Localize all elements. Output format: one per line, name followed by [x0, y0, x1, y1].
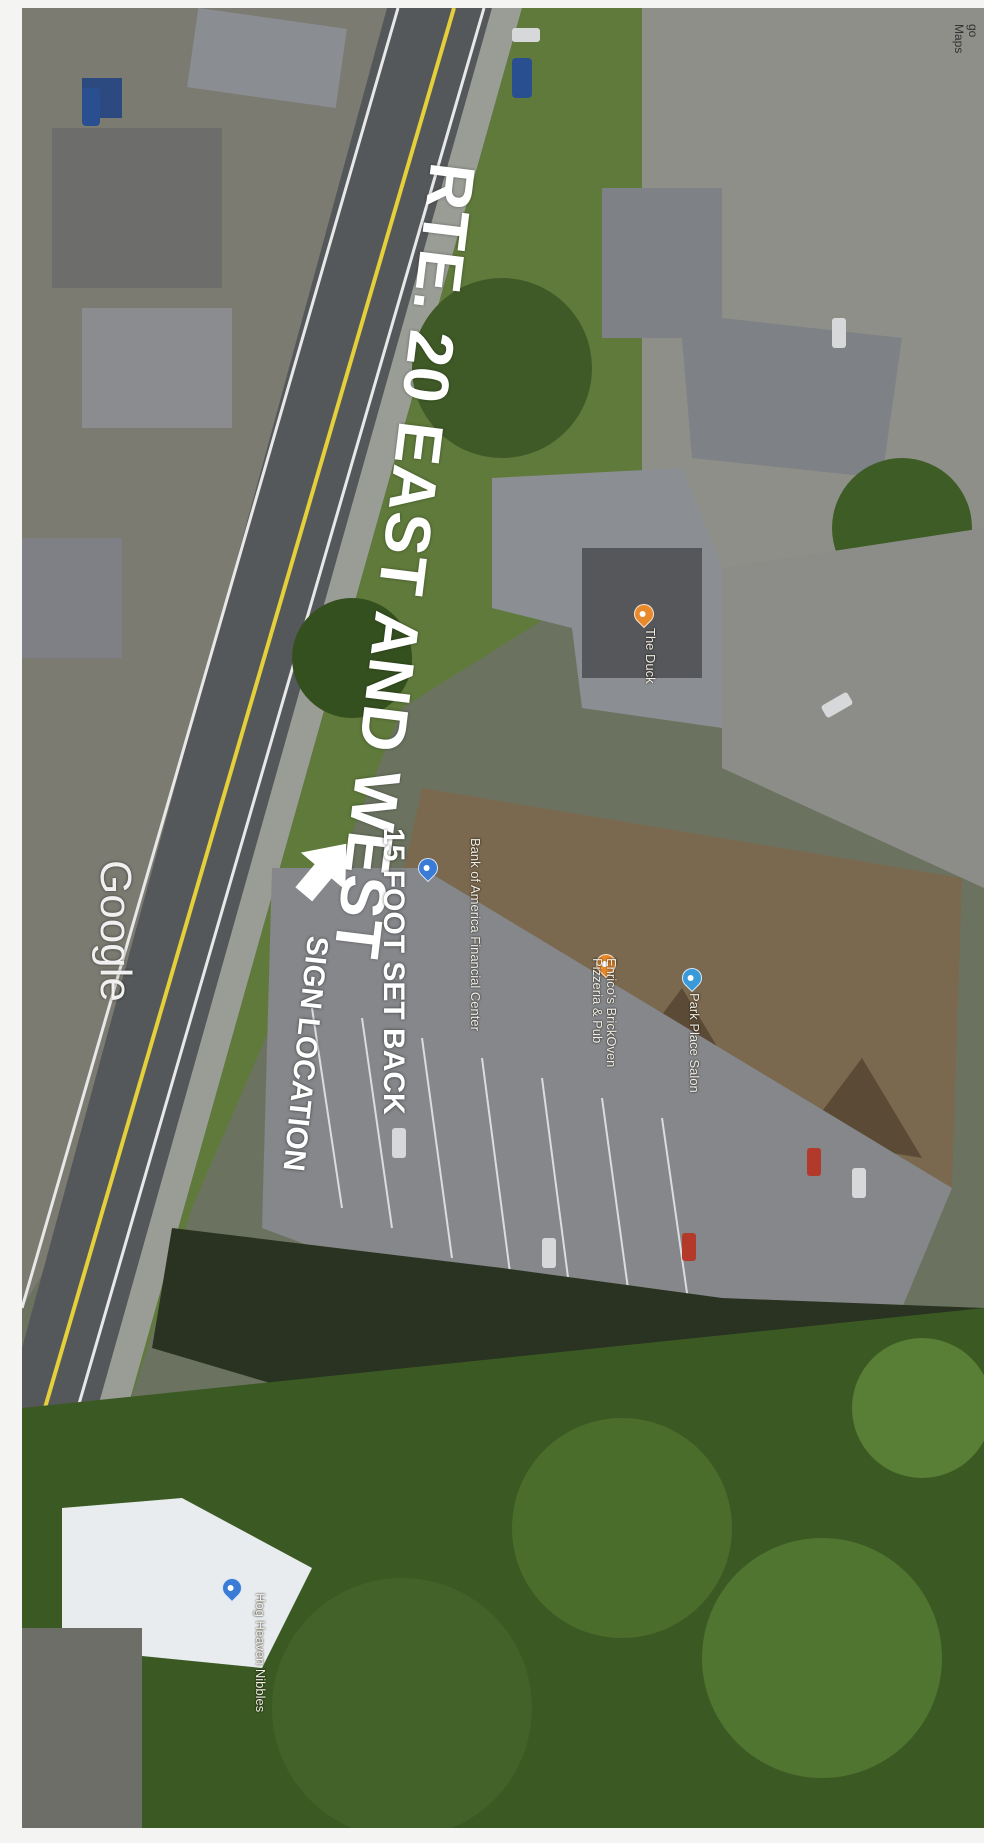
building [22, 538, 122, 658]
building [187, 8, 347, 109]
aerial-imagery [22, 8, 984, 1828]
arrow-up-icon [295, 843, 347, 902]
building [62, 1498, 312, 1668]
poi-label-the-duck: The Duck [643, 628, 658, 684]
building [602, 188, 902, 478]
building [82, 308, 232, 428]
strip-mall-building [382, 788, 962, 1188]
setback-label: 15 FOOT SET BACK [377, 828, 410, 1115]
google-watermark: Google [91, 860, 140, 1002]
poi-label-hog-heaven: Hog Heaven Nibbles [253, 1593, 268, 1713]
margin-note: go Maps [952, 24, 980, 54]
poi-label-enricos: Enrico's BrickOven Pizzeria & Pub [590, 958, 619, 1068]
poi-label-bank-of-america: Bank of America Financial Center [468, 838, 483, 1031]
poi-label-park-place-salon: Park Place Salon [687, 993, 702, 1093]
parking-lot [262, 868, 952, 1348]
aerial-map: The Duck Bank of America Financial Cente… [22, 8, 984, 1828]
